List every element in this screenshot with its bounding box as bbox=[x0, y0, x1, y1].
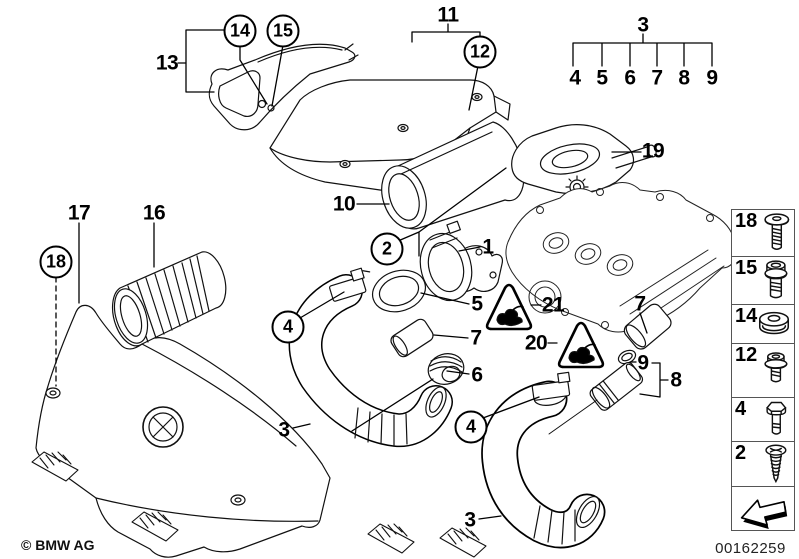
marten-warning-icon bbox=[557, 321, 605, 369]
vent-pipe-drawing bbox=[548, 361, 644, 435]
callout-3-lower-hose[interactable]: 3 bbox=[464, 508, 476, 532]
callout-17[interactable]: 17 bbox=[67, 201, 91, 225]
legend-item-2[interactable]: 2 bbox=[731, 441, 795, 487]
callout-21[interactable]: 21 bbox=[541, 293, 565, 317]
elbow-connector-right-drawing bbox=[623, 303, 672, 350]
cylinder-head-cover-drawing bbox=[505, 182, 737, 333]
socket-head-bolt-icon bbox=[764, 260, 788, 299]
legend-label-2: 2 bbox=[735, 442, 747, 464]
callout-5-seal[interactable]: 5 bbox=[471, 292, 483, 316]
legend-item-12[interactable]: 12 bbox=[731, 343, 795, 398]
callout-7-left[interactable]: 7 bbox=[470, 326, 482, 350]
callout-5[interactable]: 5 bbox=[596, 66, 608, 90]
engine-cover-drawing bbox=[31, 304, 487, 558]
flange-screw-icon bbox=[764, 213, 790, 250]
upper-intake-hose-drawing bbox=[288, 267, 453, 448]
fastener-legend: 18 15 14 bbox=[731, 209, 795, 531]
tapping-screw-icon bbox=[765, 444, 787, 483]
leader-lines bbox=[55, 23, 713, 520]
callout-circle-12[interactable]: 12 bbox=[463, 35, 497, 69]
callout-3-upper-hose[interactable]: 3 bbox=[278, 418, 290, 442]
threaded-plug-drawing bbox=[427, 353, 465, 385]
support-bracket-drawing bbox=[511, 124, 657, 199]
legend-item-arrow[interactable] bbox=[731, 486, 795, 531]
legend-item-4[interactable]: 4 bbox=[731, 397, 795, 442]
bmw-roundel-icon bbox=[142, 406, 184, 448]
intake-muffler-drawing bbox=[381, 121, 525, 230]
callout-9-oring[interactable]: 9 bbox=[637, 351, 649, 375]
legend-label-15: 15 bbox=[735, 257, 758, 279]
legend-label-12: 12 bbox=[735, 344, 758, 366]
lower-intake-hose-drawing bbox=[481, 371, 606, 549]
diagram-image-id: 00162259 bbox=[715, 540, 786, 557]
callout-circle-4-lower[interactable]: 4 bbox=[454, 410, 488, 444]
corrugated-hose-drawing bbox=[111, 251, 227, 347]
legend-label-4: 4 bbox=[735, 398, 747, 420]
callout-6-plug[interactable]: 6 bbox=[471, 363, 483, 387]
copyright-notice: © BMW AG bbox=[21, 537, 95, 553]
callout-circle-14[interactable]: 14 bbox=[223, 14, 257, 48]
grommet-icon bbox=[758, 311, 790, 335]
seal-ring-drawing bbox=[371, 269, 427, 313]
legend-item-18[interactable]: 18 bbox=[731, 209, 795, 257]
hex-bolt-icon bbox=[766, 401, 787, 435]
callout-9[interactable]: 9 bbox=[706, 66, 718, 90]
callout-6[interactable]: 6 bbox=[624, 66, 636, 90]
callout-circle-2[interactable]: 2 bbox=[370, 232, 404, 266]
callout-4[interactable]: 4 bbox=[569, 66, 581, 90]
callout-1[interactable]: 1 bbox=[482, 235, 494, 259]
callout-7-right[interactable]: 7 bbox=[634, 292, 646, 316]
callout-19[interactable]: 19 bbox=[641, 139, 665, 163]
callout-3-group[interactable]: 3 bbox=[637, 13, 649, 37]
hose-clamp-icon bbox=[531, 371, 571, 401]
throttle-housing-drawing bbox=[419, 220, 503, 302]
callout-13[interactable]: 13 bbox=[155, 51, 179, 75]
callout-circle-15[interactable]: 15 bbox=[266, 14, 300, 48]
callout-10[interactable]: 10 bbox=[332, 192, 356, 216]
callout-8[interactable]: 8 bbox=[678, 66, 690, 90]
direction-arrow-icon bbox=[740, 498, 788, 529]
callout-8-pipe[interactable]: 8 bbox=[670, 368, 682, 392]
legend-item-14[interactable]: 14 bbox=[731, 304, 795, 344]
callout-11[interactable]: 11 bbox=[437, 3, 459, 27]
legend-item-15[interactable]: 15 bbox=[731, 256, 795, 305]
callout-circle-4-upper[interactable]: 4 bbox=[271, 310, 305, 344]
callout-7[interactable]: 7 bbox=[651, 66, 663, 90]
callout-16[interactable]: 16 bbox=[142, 201, 166, 225]
legend-label-18: 18 bbox=[735, 210, 758, 232]
legend-label-14: 14 bbox=[735, 305, 758, 327]
callout-circle-18[interactable]: 18 bbox=[39, 245, 73, 279]
marten-warning-icon bbox=[485, 283, 533, 331]
elbow-connector-left-drawing bbox=[390, 318, 434, 358]
threaded-plug-icon bbox=[764, 351, 788, 383]
callout-20[interactable]: 20 bbox=[524, 331, 548, 355]
intake-snorkel-drawing bbox=[208, 43, 359, 131]
